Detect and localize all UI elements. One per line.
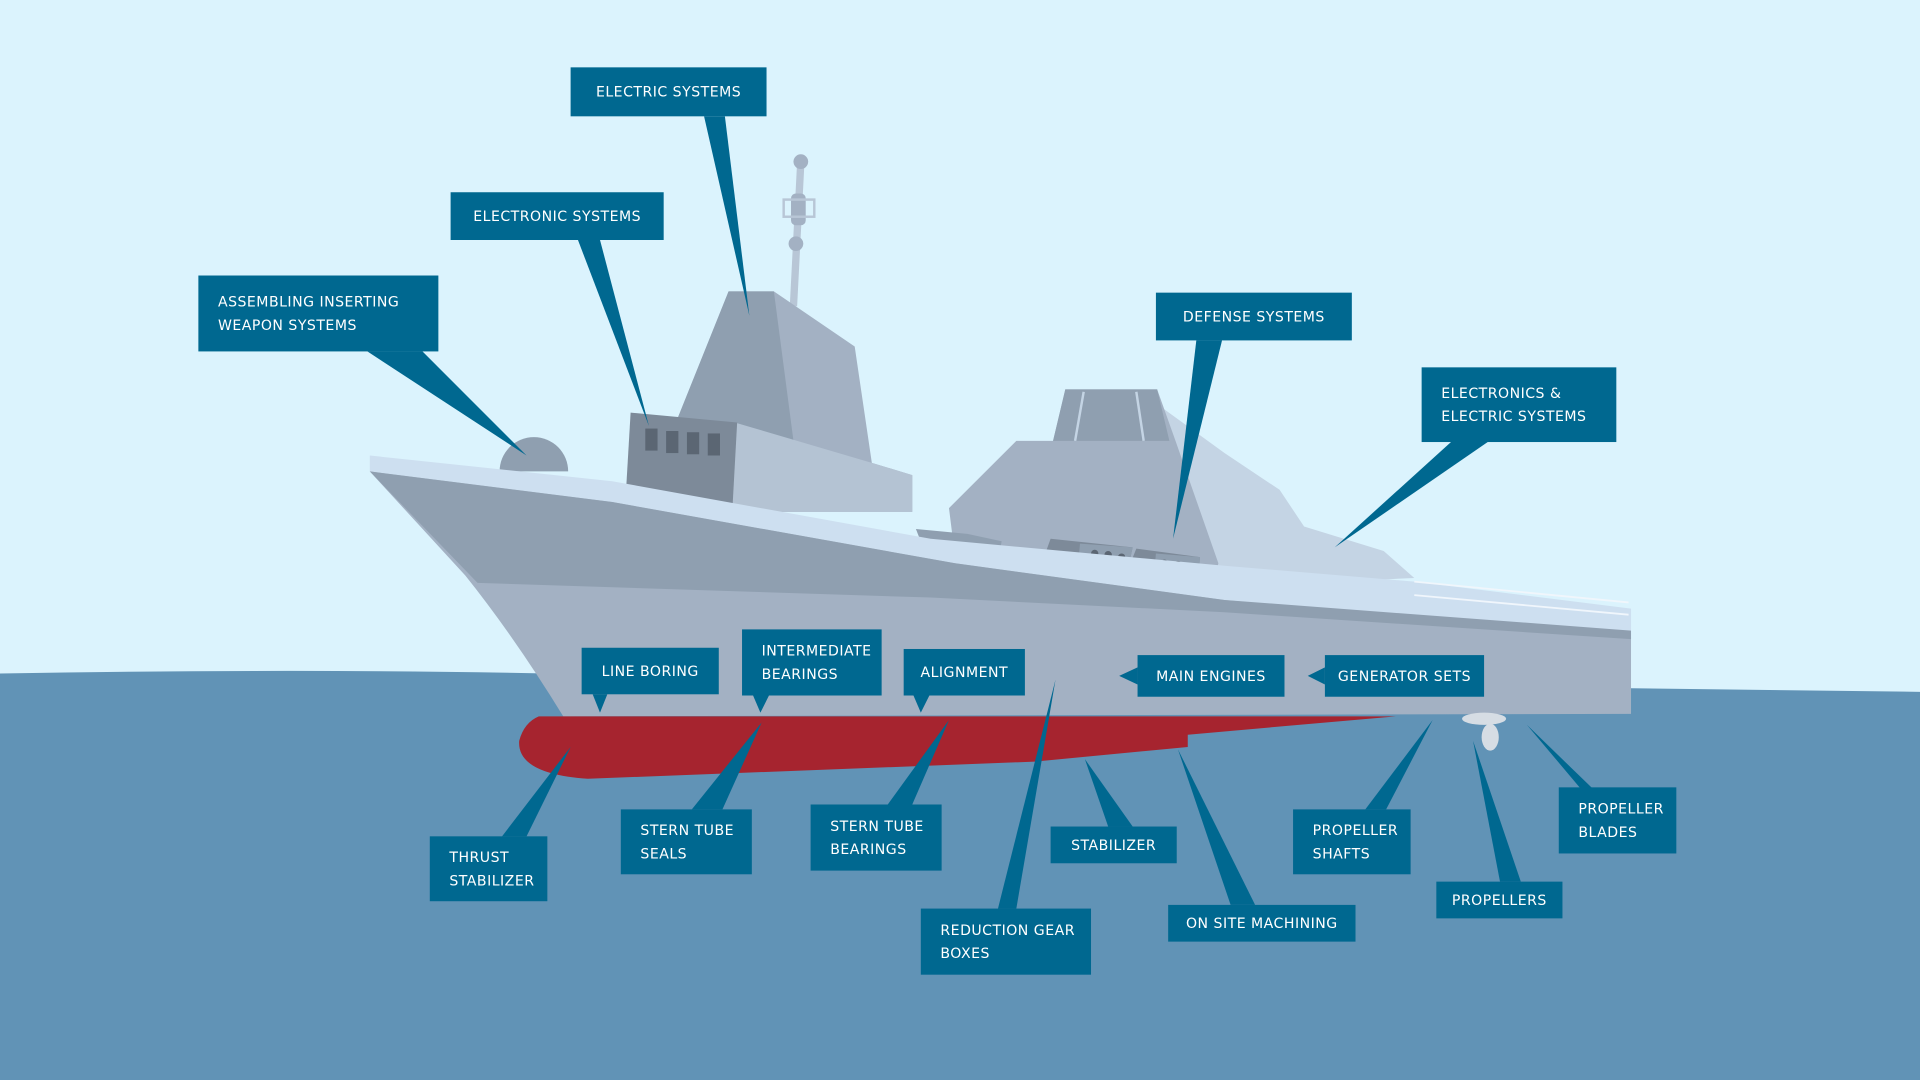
callout-pointer xyxy=(887,720,949,805)
callout-pointer xyxy=(1473,740,1521,882)
callout-main-engines: MAIN ENGINES xyxy=(1119,655,1285,697)
callout-label: PROPELLER xyxy=(1313,823,1399,839)
callout-label: BLADES xyxy=(1578,825,1637,841)
callout-label: THRUST xyxy=(448,850,509,866)
callout-box xyxy=(1155,292,1352,341)
callout-box xyxy=(620,809,752,875)
callout-box xyxy=(1324,655,1485,697)
callout-label: WEAPON SYSTEMS xyxy=(218,318,357,334)
callout-pointer xyxy=(753,695,769,713)
callout-intermediate-bearings: INTERMEDIATE BEARINGS xyxy=(742,629,882,713)
callout-label: MAIN ENGINES xyxy=(1156,669,1266,685)
callout-box xyxy=(1558,787,1677,854)
callout-pointer xyxy=(1307,667,1325,685)
callout-box xyxy=(1293,809,1411,875)
callout-label: SEALS xyxy=(640,846,687,862)
callout-pointer xyxy=(592,694,608,713)
callout-box xyxy=(1168,904,1356,942)
callout-box xyxy=(903,648,1025,696)
callout-pointer xyxy=(913,695,930,713)
callout-label: BEARINGS xyxy=(762,667,838,683)
callout-label: PROPELLER xyxy=(1578,802,1664,818)
callout-box xyxy=(920,908,1092,975)
callout-box xyxy=(1050,826,1177,864)
callout-label: SHAFTS xyxy=(1313,846,1370,862)
callout-box xyxy=(429,836,548,902)
callout-stern-tube-seals: STERN TUBE SEALS xyxy=(620,722,762,875)
callout-box xyxy=(1436,881,1563,919)
ship xyxy=(369,154,1632,779)
callout-stern-tube-bearings: STERN TUBE BEARINGS xyxy=(810,720,949,871)
callout-pointer xyxy=(1334,442,1488,548)
callout-label: LINE BORING xyxy=(602,664,699,680)
callout-propellers: PROPELLERS xyxy=(1436,740,1563,919)
callout-label: PROPELLERS xyxy=(1452,893,1547,909)
callout-label: ELECTRONIC SYSTEMS xyxy=(473,209,641,225)
callout-label: ASSEMBLING INSERTING xyxy=(218,295,399,311)
callout-box xyxy=(742,629,882,696)
sea xyxy=(0,670,1920,1080)
callout-label: ELECTRONICS & xyxy=(1441,386,1561,402)
callout-electronics-electric: ELECTRONICS & ELECTRIC SYSTEMS xyxy=(1334,367,1617,548)
callout-propeller-shafts: PROPELLER SHAFTS xyxy=(1293,720,1433,875)
mast xyxy=(789,161,805,307)
propeller xyxy=(1462,712,1507,751)
callout-label: ALIGNMENT xyxy=(920,665,1008,681)
callout-generator-sets: GENERATOR SETS xyxy=(1307,655,1485,697)
callout-box xyxy=(1421,367,1617,443)
callout-box xyxy=(1137,655,1285,697)
callout-assembling-weapon: ASSEMBLING INSERTING WEAPON SYSTEMS xyxy=(198,275,527,456)
callout-label: BOXES xyxy=(940,946,990,962)
callout-label: BEARINGS xyxy=(830,842,906,858)
callout-defense-systems: DEFENSE SYSTEMS xyxy=(1155,292,1352,539)
callout-label: ELECTRIC SYSTEMS xyxy=(596,85,741,101)
callout-electric-systems: ELECTRIC SYSTEMS xyxy=(570,67,767,316)
callout-box xyxy=(581,647,719,695)
callout-label: DEFENSE SYSTEMS xyxy=(1183,309,1325,325)
railing xyxy=(1414,580,1629,616)
callout-pointer xyxy=(367,351,527,456)
callout-label: STERN TUBE xyxy=(640,823,734,839)
callout-pointer xyxy=(1526,724,1607,803)
callout-propeller-blades: PROPELLER BLADES xyxy=(1526,724,1677,854)
callout-box xyxy=(570,67,767,117)
callout-label: STABILIZER xyxy=(449,873,534,889)
callout-label: REDUCTION GEAR xyxy=(940,923,1075,939)
callout-pointer xyxy=(1119,667,1138,685)
callout-line-boring: LINE BORING xyxy=(581,647,719,713)
callout-box xyxy=(450,192,664,240)
callout-pointer xyxy=(1365,720,1433,810)
callout-label: INTERMEDIATE xyxy=(762,644,872,660)
callout-box xyxy=(198,275,439,352)
callout-box xyxy=(810,804,942,871)
callout-label: STERN TUBE xyxy=(830,819,924,835)
callout-pointer xyxy=(691,722,762,810)
deck xyxy=(369,455,1632,637)
callout-reduction-gear-boxes: REDUCTION GEAR BOXES xyxy=(920,679,1092,975)
callout-alignment: ALIGNMENT xyxy=(903,648,1025,713)
callout-pointer xyxy=(704,116,750,316)
callout-label: ON SITE MACHINING xyxy=(1186,916,1338,932)
callout-label: ELECTRIC SYSTEMS xyxy=(1441,409,1586,425)
callout-label: GENERATOR SETS xyxy=(1338,669,1471,685)
callout-label: STABILIZER xyxy=(1071,838,1156,854)
callout-pointer xyxy=(997,679,1056,909)
